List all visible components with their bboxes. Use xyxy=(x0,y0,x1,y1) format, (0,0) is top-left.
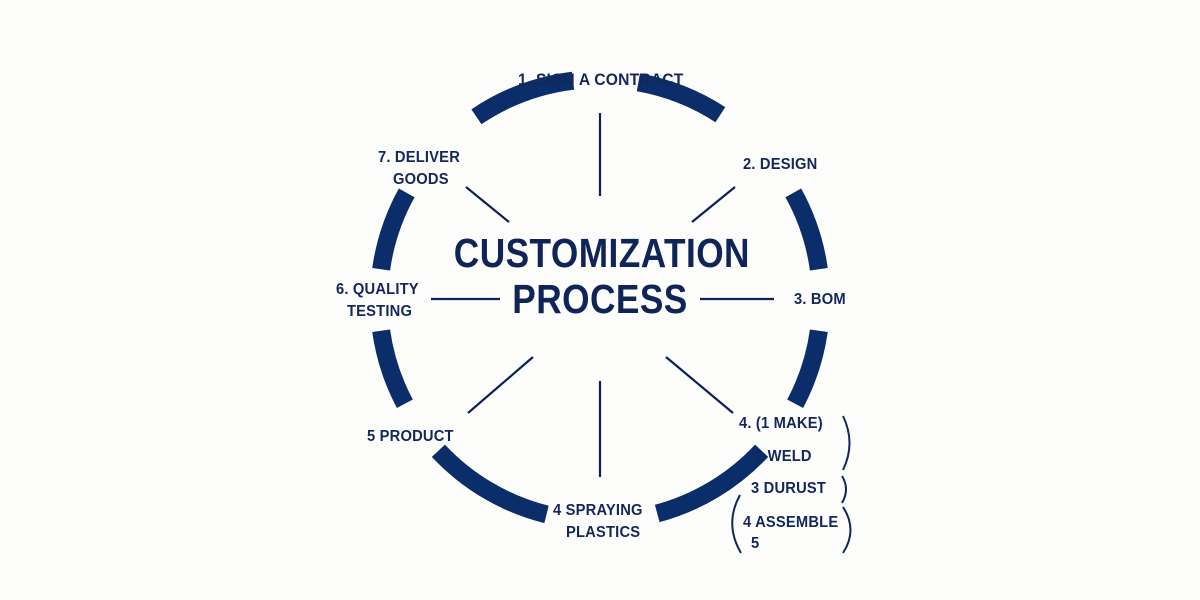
step-label-weld: 2 WELD xyxy=(755,448,812,465)
ring-segment-right-upper xyxy=(785,188,828,271)
step-label-product: 5 PRODUCT xyxy=(367,428,454,445)
step-label-sign-contract: 1. SIGN A CONTRACT xyxy=(518,70,684,89)
ring-segment-top-right xyxy=(636,73,726,123)
step-label-assemble: 4 ASSEMBLE xyxy=(743,514,839,531)
ring-segment-top-left xyxy=(471,71,575,125)
ring-segments xyxy=(372,71,828,524)
bracket-close-3 xyxy=(842,506,852,554)
step-4-brackets xyxy=(731,415,852,554)
bracket-close-2 xyxy=(841,475,847,504)
step-label-testing: TESTING xyxy=(347,303,413,320)
ring-segment-bottom-right xyxy=(654,444,769,523)
step-label-deliver: 7. DELIVER xyxy=(378,149,461,166)
ring-segment-right-lower xyxy=(787,329,828,408)
spoke-top-left xyxy=(465,186,510,223)
ring-segment-left-lower xyxy=(372,329,413,408)
spoke-bottom-left xyxy=(467,356,534,414)
step-label-make: 4. (1 MAKE) xyxy=(739,415,823,432)
step-label-plastics: PLASTICS xyxy=(566,524,641,541)
ring-segment-bottom-left xyxy=(431,444,549,524)
ring-segment-left-upper xyxy=(372,188,415,271)
spoke-top-right xyxy=(691,186,736,223)
step-label-durust: 3 DURUST xyxy=(751,480,827,497)
spokes xyxy=(431,113,774,477)
bracket-open-1 xyxy=(731,494,742,554)
bracket-close-1 xyxy=(842,415,851,471)
title-line-1: CUSTOMIZATION xyxy=(453,230,750,276)
step-label-spraying: 4 SPRAYING xyxy=(553,502,643,519)
title-line-2: PROCESS xyxy=(512,276,688,322)
step-label-design: 2. DESIGN xyxy=(743,156,818,173)
step-label-quality: 6. QUALITY xyxy=(336,281,419,298)
step-label-goods: GOODS xyxy=(393,171,449,188)
spoke-bottom-right xyxy=(665,356,734,414)
step-label-5: 5 xyxy=(751,535,760,552)
step-label-bom: 3. BOM xyxy=(794,291,846,308)
